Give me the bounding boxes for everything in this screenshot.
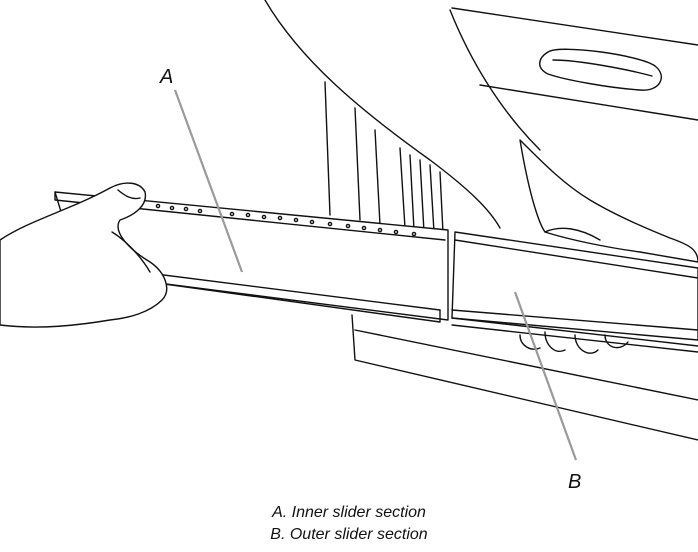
drawer-handle-slot: [539, 48, 662, 91]
slider-holes: [155, 203, 417, 237]
left-hand: [0, 182, 168, 328]
right-hand: [519, 139, 698, 354]
leader-line-b: [513, 291, 578, 461]
callout-label-a: A: [159, 66, 173, 88]
outer-slider-section: [451, 231, 698, 353]
caption-inner-slider: A. Inner slider section: [272, 504, 426, 521]
callout-label-b: B: [568, 471, 581, 493]
cabinet-body: [264, 0, 698, 441]
leader-line-a: [173, 89, 244, 273]
caption-outer-slider: B. Outer slider section: [270, 526, 428, 543]
